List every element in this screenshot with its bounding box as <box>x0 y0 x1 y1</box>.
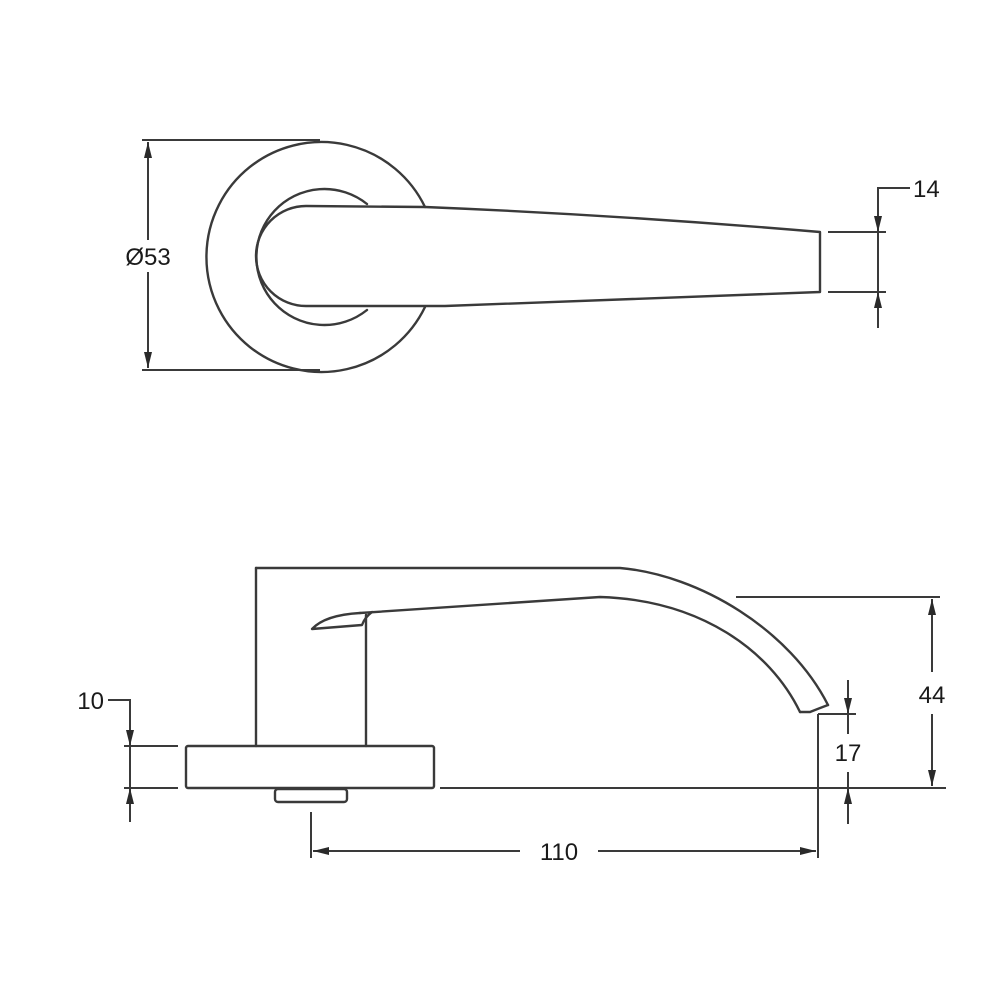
lever-end-thickness-dimension: 14 <box>828 176 940 328</box>
lever-projection-dimension: 110 <box>310 714 819 866</box>
lever-end-thickness-label: 14 <box>913 176 940 203</box>
rose-inner-ring <box>255 187 369 327</box>
lever-tip-height-dimension: 17 <box>818 680 861 824</box>
lever-top-outline <box>254 204 822 308</box>
lever-side-outer <box>254 566 830 707</box>
spindle-tab <box>273 787 349 804</box>
lever-side-inner <box>358 595 802 714</box>
rose-plate <box>184 744 436 790</box>
side-view: 10 44 17 11 <box>77 566 946 866</box>
lever-height-dimension: 44 <box>736 596 946 786</box>
lever-front-lip <box>310 610 374 631</box>
rose-diameter-dimension: Ø53 <box>125 139 320 371</box>
lever-projection-label: 110 <box>540 839 578 866</box>
lever-height-label: 44 <box>919 682 946 709</box>
top-view: Ø53 14 <box>125 139 940 374</box>
rose-outer-circle <box>205 140 427 374</box>
rose-diameter-label: Ø53 <box>125 244 170 271</box>
rose-thickness-label: 10 <box>77 688 104 715</box>
lever-tip-height-label: 17 <box>835 740 862 767</box>
rose-thickness-dimension: 10 <box>77 688 178 822</box>
